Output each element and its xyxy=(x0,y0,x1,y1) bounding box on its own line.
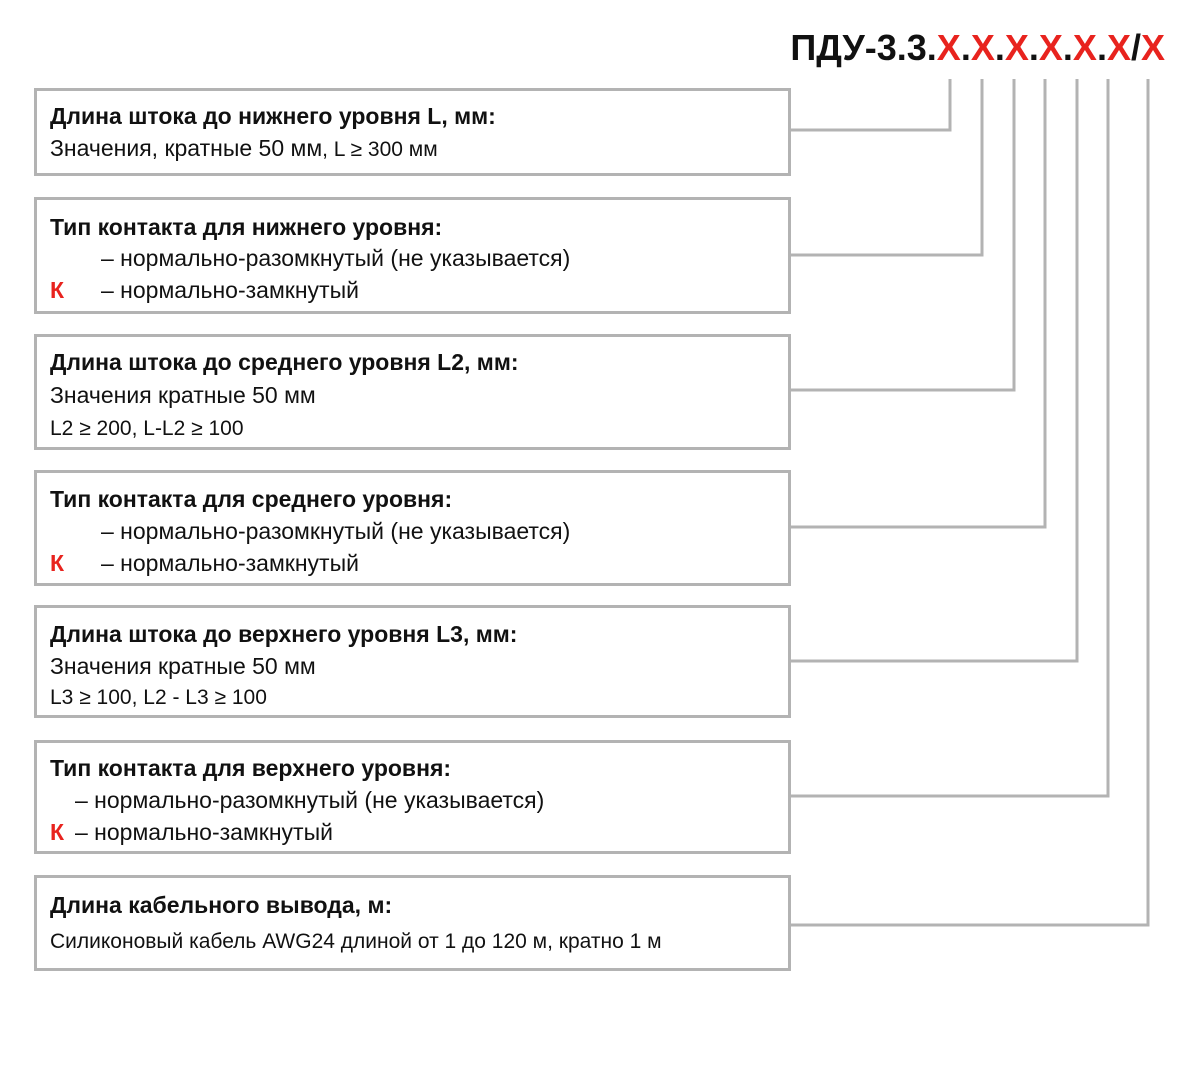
code-var-lower-contact: Х xyxy=(970,27,995,68)
upper-contact-no-option: – нормально-разомкнутый (не указывается) xyxy=(75,787,545,813)
middle-contact-no-option: – нормально-разомкнутый (не указывается) xyxy=(101,518,571,544)
box-middle-contact: Тип контакта для среднего уровня: – норм… xyxy=(34,470,791,586)
upper-length-title: Длина штока до верхнего уровня L3, мм: xyxy=(50,621,518,647)
box-cable: Длина кабельного вывода, м: Силиконовый … xyxy=(34,875,791,971)
lower-contact-nc-option: – нормально-замкнутый xyxy=(101,277,359,303)
code-var-lower-length: Х xyxy=(936,27,961,68)
lower-contact-nc-code: К xyxy=(50,277,65,303)
lower-length-values: Значения, кратные 50 мм, L ≥ 300 мм xyxy=(50,135,438,162)
cable-title: Длина кабельного вывода, м: xyxy=(50,892,393,918)
box-upper-contact: Тип контакта для верхнего уровня: – норм… xyxy=(34,740,791,854)
upper-contact-nc-option: – нормально-замкнутый xyxy=(75,819,333,845)
connector-lower-length xyxy=(791,79,952,132)
middle-length-values: Значения кратные 50 мм xyxy=(50,382,316,408)
middle-contact-title: Тип контакта для среднего уровня: xyxy=(50,486,453,512)
code-separator: . xyxy=(1062,27,1073,68)
box-lower-length: Длина штока до нижнего уровня L, мм: Зна… xyxy=(34,88,791,176)
code-separator: . xyxy=(994,27,1005,68)
code-var-cable: Х xyxy=(1140,27,1165,68)
code-var-middle-contact: Х xyxy=(1038,27,1063,68)
lower-length-values-main: Значения, кратные 50 мм xyxy=(50,135,323,161)
middle-length-title: Длина штока до среднего уровня L2, мм: xyxy=(50,349,519,375)
lower-contact-title: Тип контакта для нижнего уровня: xyxy=(50,214,443,240)
upper-contact-nc-code: К xyxy=(50,819,65,845)
code-separator: . xyxy=(1096,27,1107,68)
code-var-middle-length: Х xyxy=(1004,27,1029,68)
code-var-upper-length: Х xyxy=(1072,27,1097,68)
connector-upper-contact xyxy=(791,79,1110,798)
upper-contact-title: Тип контакта для верхнего уровня: xyxy=(50,755,452,781)
code-separator: . xyxy=(960,27,971,68)
connector-lower-contact xyxy=(791,79,984,257)
code-separator: . xyxy=(1028,27,1039,68)
lower-contact-no-option: – нормально-разомкнутый (не указывается) xyxy=(101,245,571,271)
lower-length-values-extra: , L ≥ 300 мм xyxy=(322,138,438,161)
box-middle-length: Длина штока до среднего уровня L2, мм: З… xyxy=(34,334,791,450)
middle-contact-nc-option: – нормально-замкнутый xyxy=(101,550,359,576)
box-upper-length: Длина штока до верхнего уровня L3, мм: З… xyxy=(34,605,791,718)
code-prefix: ПДУ-3.3. xyxy=(790,27,937,68)
upper-length-constraint: L3 ≥ 100, L2 - L3 ≥ 100 xyxy=(50,686,267,709)
connector-middle-length xyxy=(791,79,1016,392)
box-lower-contact: Тип контакта для нижнего уровня: – норма… xyxy=(34,197,791,314)
upper-length-values: Значения кратные 50 мм xyxy=(50,653,316,679)
connector-middle-contact xyxy=(791,79,1047,529)
connector-upper-length xyxy=(791,79,1079,663)
connector-cable xyxy=(791,79,1150,927)
cable-description: Силиконовый кабель AWG24 длиной от 1 до … xyxy=(50,930,662,953)
code-var-upper-contact: Х xyxy=(1106,27,1131,68)
middle-contact-nc-code: К xyxy=(50,550,65,576)
middle-length-constraint: L2 ≥ 200, L-L2 ≥ 100 xyxy=(50,417,244,440)
lower-length-title: Длина штока до нижнего уровня L, мм: xyxy=(50,103,496,129)
order-code: ПДУ-3.3.Х.Х.Х.Х.Х.Х/Х xyxy=(790,26,1165,70)
code-slash: / xyxy=(1130,27,1141,68)
